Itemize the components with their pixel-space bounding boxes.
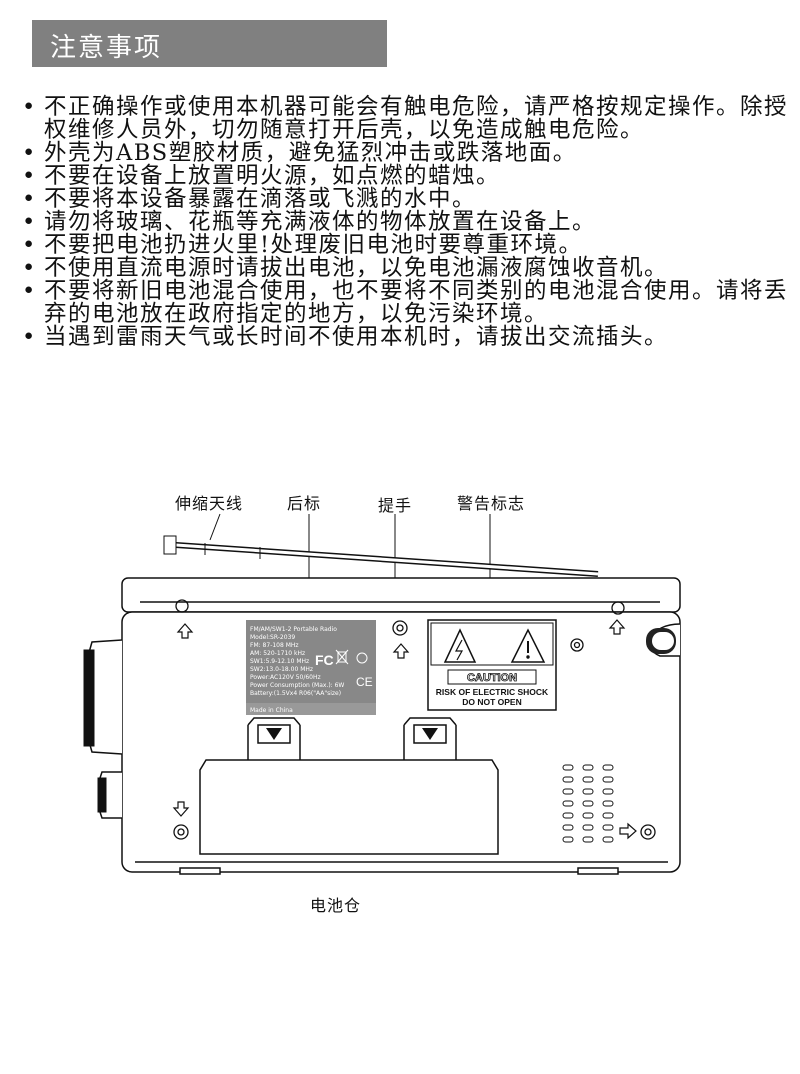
side-knob-icon bbox=[97, 771, 122, 819]
screw-icon bbox=[644, 828, 652, 836]
rear-label-line: AM: 520-1710 kHz bbox=[250, 650, 305, 657]
arrow-down-icon bbox=[172, 801, 190, 817]
rear-label-line: FM/AM/SW1-2 Portable Radio bbox=[250, 626, 337, 633]
screw-icon bbox=[570, 638, 584, 652]
note-item: 不要将本设备暴露在滴落或飞溅的水中。 bbox=[20, 188, 790, 212]
warning-line-1: RISK OF ELECTRIC SHOCK bbox=[436, 687, 549, 697]
screw-icon bbox=[173, 824, 189, 840]
handle-clip-icon bbox=[646, 623, 681, 657]
caution-text: CAUTION bbox=[467, 672, 517, 684]
svg-text:FC: FC bbox=[315, 652, 334, 668]
arrow-up-icon bbox=[176, 623, 194, 639]
rear-label-line: Made in China bbox=[250, 707, 293, 714]
antenna-icon bbox=[163, 535, 599, 577]
exclamation-icon bbox=[510, 628, 546, 663]
rear-label-line: SW1:5.9-12.10 MHz bbox=[250, 658, 309, 665]
note-item: 当遇到雷雨天气或长时间不使用本机时，请拔出交流插头。 bbox=[20, 326, 790, 350]
handle-callout: 提手 bbox=[378, 496, 413, 515]
safety-notes-list: 不正确操作或使用本机器可能会有触电危险，请严格按规定操作。除授权维修人员外，切勿… bbox=[20, 96, 790, 350]
arrow-right-icon bbox=[619, 822, 637, 840]
screw-icon bbox=[177, 828, 185, 836]
rear-label-line: Model:SR-2039 bbox=[250, 634, 295, 641]
note-item: 不要将新旧电池混合使用，也不要将不同类别的电池混合使用。请将丢弃的电池放在政府指… bbox=[20, 280, 790, 326]
weee-bin-icon bbox=[335, 649, 349, 665]
note-item: 不正确操作或使用本机器可能会有触电危险，请严格按规定操作。除授权维修人员外，切勿… bbox=[20, 96, 790, 142]
electric-shock-icon bbox=[443, 628, 477, 663]
fc-mark-icon: FC bbox=[315, 652, 334, 668]
note-item: 请勿将玻璃、花瓶等充满液体的物体放置在设备上。 bbox=[20, 211, 790, 235]
warning-label: CAUTION RISK OF ELECTRIC SHOCK DO NOT OP… bbox=[427, 619, 557, 711]
antenna-callout: 伸缩天线 bbox=[175, 494, 244, 513]
warning-line-2: DO NOT OPEN bbox=[462, 697, 522, 707]
arrow-up-icon bbox=[608, 619, 626, 635]
warning-sign-callout: 警告标志 bbox=[457, 494, 526, 513]
screw-icon bbox=[392, 620, 408, 636]
rear-label-line: SW2:13.0-18.00 MHz bbox=[250, 666, 313, 673]
screw-icon bbox=[175, 599, 189, 613]
screw-icon bbox=[640, 824, 656, 840]
note-item: 外壳为ABS塑胶材质，避免猛烈冲击或跌落地面。 bbox=[20, 142, 790, 166]
section-header: 注意事项 bbox=[32, 20, 387, 67]
tuning-knob-icon bbox=[83, 639, 123, 755]
svg-text:CE: CE bbox=[356, 675, 373, 689]
recycle-icon bbox=[356, 652, 368, 664]
note-item: 不要把电池扔进火里!处理废旧电池时要尊重环境。 bbox=[20, 234, 790, 258]
note-item: 不要在设备上放置明火源，如点燃的蜡烛。 bbox=[20, 165, 790, 189]
screw-icon bbox=[611, 601, 625, 615]
rear-label-line: Power Consumption (Max.): 6W bbox=[250, 682, 344, 689]
section-title: 注意事项 bbox=[50, 33, 163, 63]
battery-compartment-callout: 电池仓 bbox=[310, 896, 362, 915]
screw-icon bbox=[573, 641, 581, 649]
arrow-up-icon bbox=[392, 643, 410, 659]
rear-label-line: Battery:(1.5Vx4 R06("AA"size) bbox=[250, 690, 341, 697]
ce-mark-icon: CE bbox=[356, 675, 373, 689]
screw-icon bbox=[396, 624, 404, 632]
rear-label-plate: FM/AM/SW1-2 Portable Radio Model:SR-2039… bbox=[246, 620, 376, 715]
note-item: 不使用直流电源时请拔出电池，以免电池漏液腐蚀收音机。 bbox=[20, 257, 790, 281]
battery-door bbox=[199, 717, 499, 855]
rear-label-callout: 后标 bbox=[287, 494, 322, 513]
leader-line bbox=[209, 513, 221, 541]
radio-drawing: FM/AM/SW1-2 Portable Radio Model:SR-2039… bbox=[83, 513, 681, 875]
speaker-grille-icon bbox=[562, 764, 614, 843]
rear-label-line: FM: 87-108 MHz bbox=[250, 642, 299, 649]
radio-rear-diagram: 伸缩天线 后标 提手 警告标志 电池仓 bbox=[0, 470, 800, 930]
rear-label-line: Power:AC120V 50/60Hz bbox=[250, 674, 321, 681]
